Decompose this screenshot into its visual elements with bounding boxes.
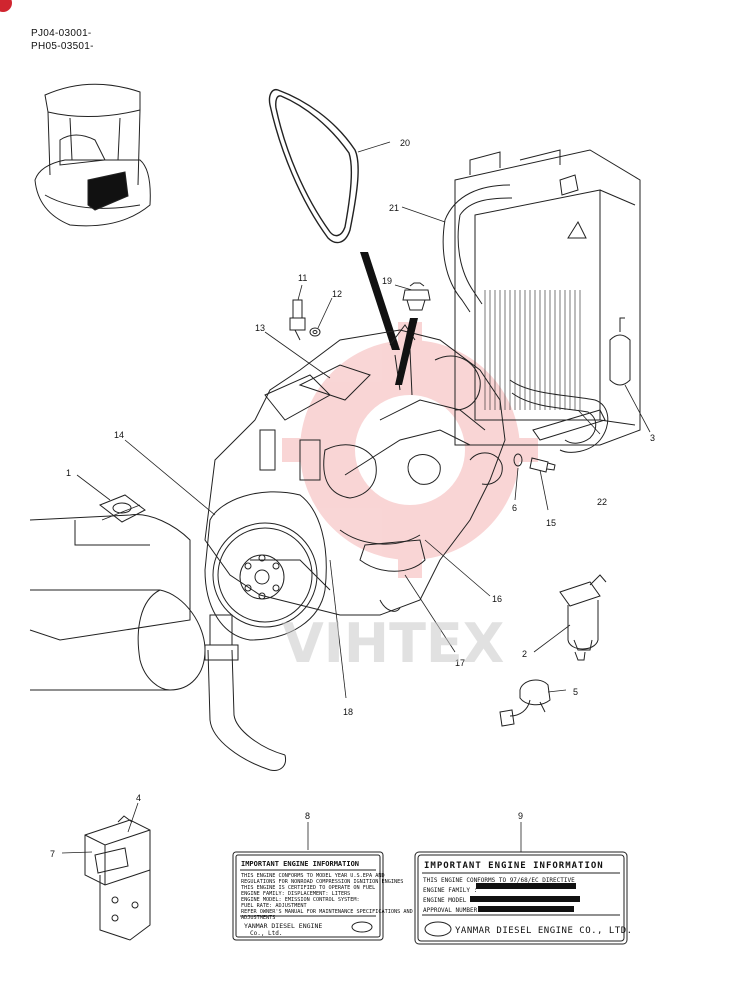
callout-2: 2 <box>522 649 527 659</box>
callout-17: 17 <box>455 658 465 668</box>
callout-11: 11 <box>298 273 307 283</box>
plate-small-line-2: REGULATIONS FOR NONROAD COMPRESSION IGNI… <box>241 879 403 885</box>
callout-20: 20 <box>400 138 410 148</box>
v-belt <box>268 88 359 244</box>
callout-18: 18 <box>343 707 353 717</box>
serial-number-2: PH05-03501- <box>31 41 94 52</box>
plate-small-line-6: FUEL RATE: ADJUSTMENT <box>241 903 307 909</box>
plate-large-maker: YANMAR DIESEL ENGINE CO., LTD. <box>455 926 633 936</box>
serial-number-1: PJ04-03001- <box>31 28 92 39</box>
leader-lines <box>61 141 651 854</box>
plate-small-line-4: ENGINE FAMILY: DISPLACEMENT: LITERS <box>241 891 350 897</box>
plate-large-line-1: THIS ENGINE CONFORMS TO 97/68/EC DIRECTI… <box>423 877 575 884</box>
relay-bracket <box>84 815 151 941</box>
sealing-washer <box>309 327 321 337</box>
plate-large-line-4: APPROVAL NUMBER : <box>423 907 484 914</box>
upper-hose <box>442 184 513 313</box>
radiator <box>454 149 641 446</box>
belt-pointer <box>360 252 400 350</box>
callout-4: 4 <box>136 793 141 803</box>
flywheel-housing <box>204 491 327 641</box>
engine-block <box>204 324 506 616</box>
plate-large-line-2: ENGINE FAMILY : <box>423 887 477 894</box>
plate-small-line-1: THIS ENGINE CONFORMS TO MODEL YEAR U.S.E… <box>241 873 385 879</box>
plate-large-line-3: ENGINE MODEL : <box>423 897 474 904</box>
callout-13: 13 <box>255 323 265 333</box>
plate-large-title: IMPORTANT ENGINE INFORMATION <box>424 861 604 871</box>
watermark-text: VIHTEX <box>282 612 504 675</box>
muffler <box>29 514 206 691</box>
callout-8: 8 <box>305 811 310 821</box>
thermostat <box>402 282 431 311</box>
plate-small-line-8: ADJUSTMENTS <box>241 915 275 921</box>
exhaust-pipe <box>204 614 287 771</box>
excavator-thumbnail <box>34 83 151 227</box>
pressure-switch <box>529 457 556 473</box>
lower-hose <box>509 379 609 453</box>
callout-5: 5 <box>573 687 578 697</box>
callout-1: 1 <box>66 468 71 478</box>
callout-19: 19 <box>382 276 392 286</box>
callout-21: 21 <box>389 203 399 213</box>
engine-info-plate-large <box>414 851 628 945</box>
callout-22: 22 <box>597 497 607 507</box>
plate-small-line-7: REFER OWNER'S MANUAL FOR MAINTENANCE SPE… <box>241 909 413 915</box>
callout-9: 9 <box>518 811 523 821</box>
callout-3: 3 <box>650 433 655 443</box>
plate-small-line-5: ENGINE MODEL: EMISSION CONTROL SYSTEM: <box>241 897 360 903</box>
callout-6: 6 <box>512 503 517 513</box>
plate-small-title: IMPORTANT ENGINE INFORMATION <box>241 860 359 868</box>
exhaust-gasket <box>99 494 146 523</box>
callout-14: 14 <box>114 430 124 440</box>
washer-right <box>513 453 523 467</box>
corner-badge <box>0 0 12 12</box>
thermostat-pointer <box>395 318 418 385</box>
callout-16: 16 <box>492 594 502 604</box>
engine-info-plate-small <box>232 851 384 941</box>
plate-small-line-3: THIS ENGINE IS CERTIFIED TO OPERATE ON F… <box>241 885 375 891</box>
callout-7: 7 <box>50 849 55 859</box>
plate-small-maker: YANMAR DIESEL ENGINE <box>244 922 322 930</box>
temperature-sensor <box>289 299 306 341</box>
stop-solenoid <box>499 679 551 727</box>
plate-small-maker-2: Co., Ltd. <box>250 930 283 937</box>
callout-12: 12 <box>332 289 342 299</box>
callout-15: 15 <box>546 518 556 528</box>
fuel-filter <box>559 574 607 661</box>
